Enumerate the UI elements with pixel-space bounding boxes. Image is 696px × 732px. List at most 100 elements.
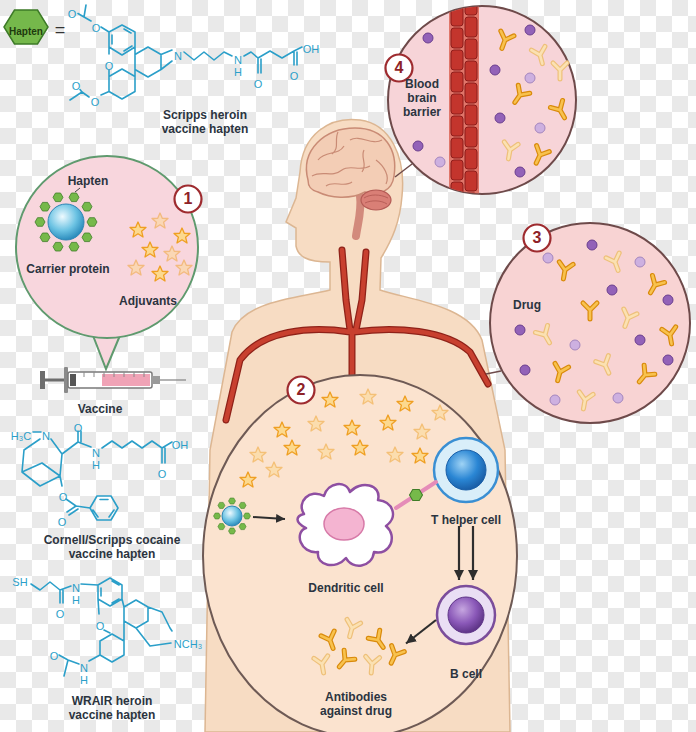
- brain-side-molecules: [550, 100, 570, 121]
- adjuvant-stars: [318, 444, 334, 459]
- callout-number: 2: [286, 375, 316, 405]
- text-slot: OH: [303, 39, 320, 57]
- blood-molecules: [543, 253, 553, 263]
- blood-molecules: [644, 275, 664, 296]
- blood-molecules: [535, 325, 555, 346]
- cerebellum-folds: [364, 195, 388, 204]
- text-slot: O: [158, 464, 167, 482]
- atom-label: H: [72, 594, 80, 606]
- blood-molecules: [596, 356, 615, 376]
- adjuvant-stars: [128, 260, 144, 275]
- text-slot: O: [91, 92, 100, 110]
- brain-side-molecules: [495, 31, 514, 51]
- callout-number-shape: [175, 186, 202, 213]
- text-slot: O: [105, 56, 114, 74]
- syringe: [40, 371, 45, 389]
- body-circle-shape: [203, 375, 517, 732]
- blood-molecules: [515, 240, 678, 410]
- uptake-arrow: [253, 517, 285, 519]
- b-cell-shape: [448, 597, 484, 633]
- t-helper-cell: T helper cell: [416, 434, 516, 526]
- blood-vessel: [465, 39, 477, 59]
- blood-molecules: [663, 355, 673, 365]
- text-slot: Drug: [513, 295, 541, 313]
- blood-vessel: [465, 17, 477, 37]
- b-cell-shape: [437, 586, 495, 644]
- text-label: Cornell/Scripps cocaine vaccine hapten: [27, 533, 197, 561]
- antibody-cluster: [314, 656, 331, 674]
- text-slot: Cornell/Scripps cocaine vaccine hapten: [27, 533, 197, 562]
- brain-side-molecules: [509, 85, 530, 106]
- adjuvant-stars: [250, 447, 266, 462]
- adjuvant-stars: [240, 472, 256, 487]
- hapten-hexagon-shape: [4, 10, 48, 44]
- callout-number-text: 2: [297, 381, 306, 399]
- atom-label: H: [234, 66, 242, 78]
- blood-vessel: [451, 138, 463, 158]
- adjuvant-stars: [387, 447, 403, 462]
- carrier-protein-small: [214, 498, 251, 534]
- callout-circle-shape: [490, 223, 690, 423]
- text-label: Drug: [513, 298, 541, 312]
- b-cell-outline: [436, 580, 496, 680]
- text-label: WRAIR heroin vaccine hapten: [52, 694, 172, 722]
- carrier-protein: [53, 193, 63, 202]
- text-label: T helper cell: [431, 513, 501, 527]
- text-slot: O: [59, 487, 68, 505]
- blood-molecules: [635, 335, 645, 345]
- blood-vessel: [451, 0, 477, 213]
- text-slot: =: [55, 20, 66, 40]
- antigen-presentation: [396, 482, 436, 508]
- adjuvant-stars: [176, 260, 192, 275]
- atom-label: O: [58, 516, 67, 528]
- antibody-cluster: [314, 619, 404, 674]
- t-helper-cell-outline: [416, 434, 516, 526]
- brain-side-molecules: [531, 46, 549, 65]
- blood-molecules: [662, 327, 679, 345]
- atom-label: O: [56, 608, 65, 620]
- text-slot: Antibodies against drug: [311, 690, 401, 719]
- text-slot: N: [92, 443, 100, 461]
- adjuvant-stars: [174, 228, 190, 243]
- blood-vessel: [465, 171, 477, 191]
- text-slot: N: [80, 658, 88, 676]
- carrier-protein-small: [239, 502, 246, 508]
- text-label: Blood brain barrier: [397, 77, 447, 119]
- dendritic-cell-outline: [290, 474, 402, 594]
- blood-vessel: [465, 0, 477, 15]
- atom-label: O: [105, 60, 114, 72]
- antigen-presentation: [396, 482, 436, 508]
- dendritic-cell-shape: [324, 508, 364, 540]
- blood-molecules: [618, 309, 637, 329]
- blood-molecules: [607, 285, 617, 295]
- atom-label: H: [80, 674, 88, 686]
- carrier-protein-small: [214, 513, 221, 519]
- blood-vessel: [465, 105, 477, 125]
- antigen-presentation: [410, 489, 423, 500]
- cocaine-bonds: [22, 431, 172, 520]
- text-slot: T helper cell: [416, 510, 516, 528]
- carrier-protein-small: [222, 506, 242, 526]
- antibody-cluster: [364, 656, 379, 673]
- text-slot: Dendritic cell: [290, 578, 402, 596]
- blood-vessel: [451, 116, 463, 136]
- adjuvant-stars: [344, 420, 360, 435]
- text-slot: H₃C: [11, 426, 31, 444]
- text-label: B cell: [450, 667, 482, 681]
- text-slot: N: [174, 46, 182, 64]
- blood-vessel: [451, 6, 463, 26]
- carrier-protein: [35, 218, 45, 227]
- body-circle: 2Dendritic cell T helper cell B cellAntibo…: [202, 374, 518, 732]
- carrier-protein: [40, 233, 50, 242]
- blood-molecules: [663, 295, 673, 305]
- text-label: Dendritic cell: [308, 581, 383, 595]
- blood-molecules: [583, 303, 597, 319]
- adjuvant-stars: [352, 440, 368, 455]
- blood-vessel: [451, 94, 463, 114]
- syringe: [70, 374, 76, 386]
- atom-label: N: [42, 430, 50, 442]
- atom-label: H₃C: [11, 430, 31, 442]
- atom-label: O: [92, 22, 101, 34]
